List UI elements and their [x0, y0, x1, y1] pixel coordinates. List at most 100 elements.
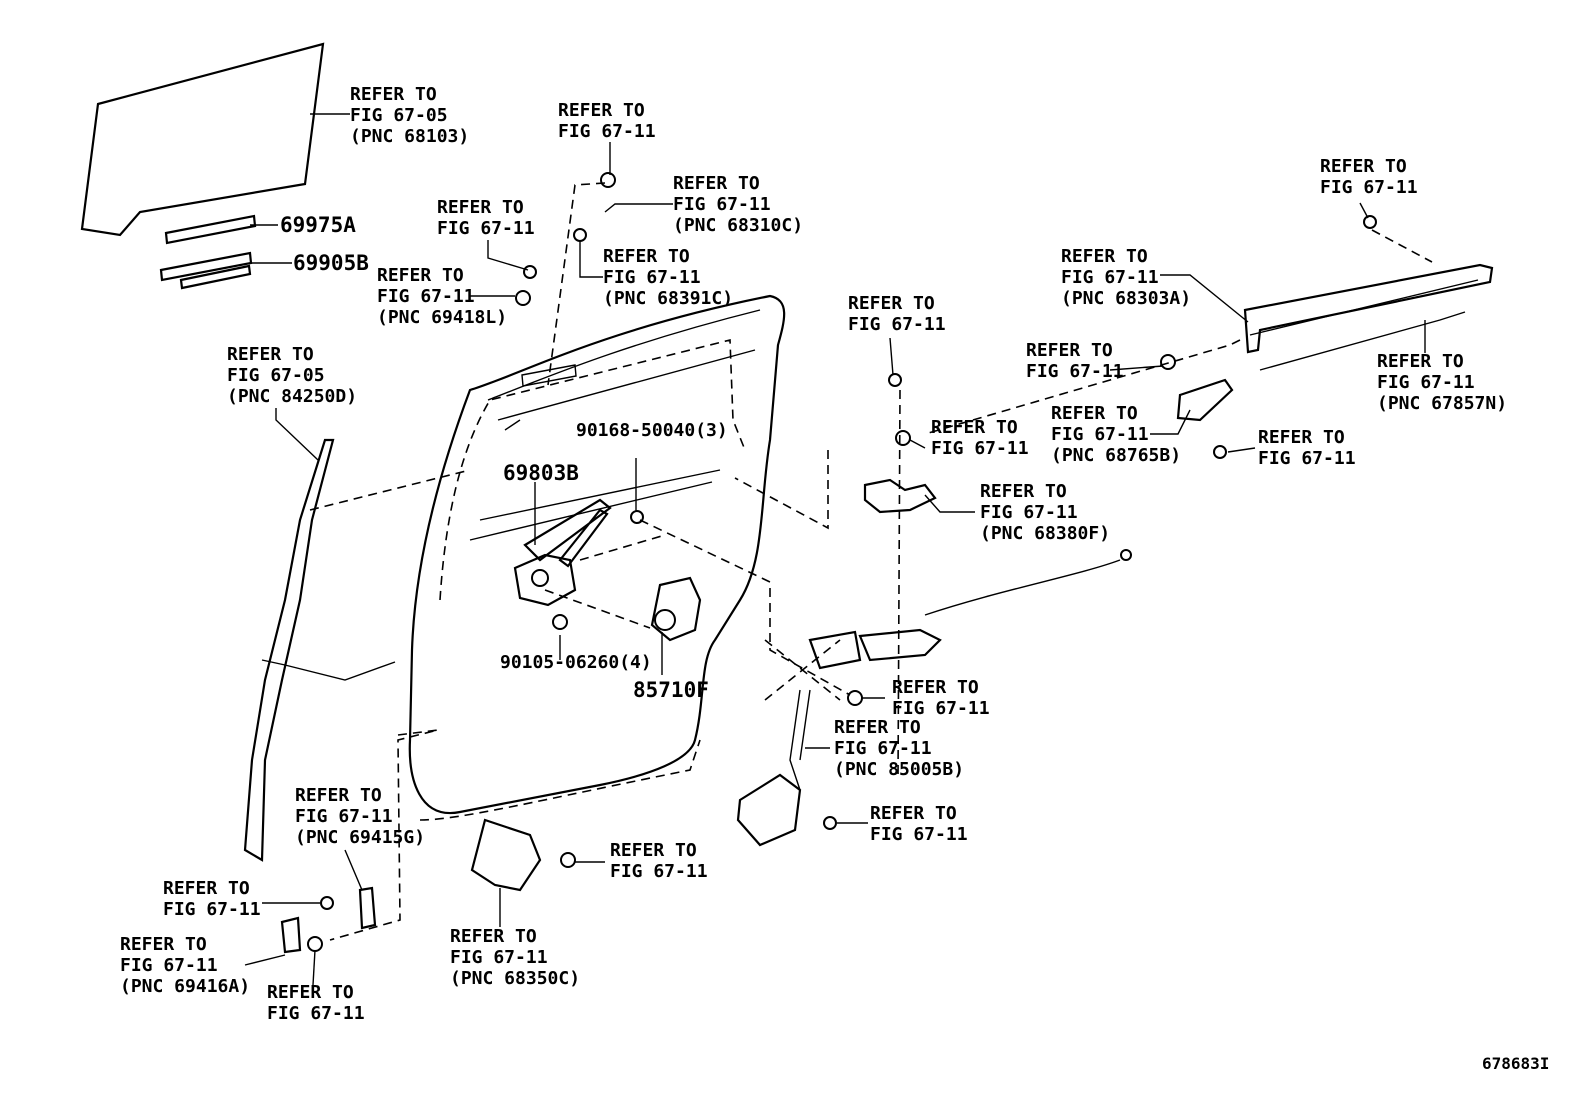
callout-line: FIG 67-11	[377, 286, 475, 307]
leader-lines	[244, 113, 1426, 986]
callout-line: REFER TO	[350, 84, 437, 105]
callout-line: FIG 67-11	[120, 955, 218, 976]
callout-line: FIG 67-11	[1258, 448, 1356, 469]
callout-line: FIG 67-11	[1051, 424, 1149, 445]
callout-line: REFER TO	[227, 344, 314, 365]
callout-line: FIG 67-11	[870, 824, 968, 845]
part-number-90168: 90168-50040(3)	[576, 420, 728, 441]
callout-line: FIG 67-11	[603, 267, 701, 288]
callout-line: REFER TO	[267, 982, 354, 1003]
lower-hinge	[470, 818, 542, 892]
window-regulator	[513, 498, 612, 607]
callout-line: FIG 67-11	[980, 502, 1078, 523]
callout-line: FIG 67-11	[848, 314, 946, 335]
callout-line: REFER TO	[1026, 340, 1113, 361]
callout-line: REFER TO	[892, 677, 979, 698]
callout-line: (PNC 68391C)	[603, 288, 734, 309]
callout-line: REFER TO	[1258, 427, 1345, 448]
callout-line: REFER TO	[558, 100, 645, 121]
callout-line: REFER TO	[163, 878, 250, 899]
callout-line: (PNC 85005B)	[834, 759, 965, 780]
center-hinge	[863, 378, 1234, 514]
part-number-90105: 90105-06260(4)	[500, 652, 652, 673]
callout-line: REFER TO	[848, 293, 935, 314]
callout-line: REFER TO	[295, 785, 382, 806]
callout-line: (PNC 69416A)	[120, 976, 251, 997]
callout-line: (PNC 68380F)	[980, 523, 1111, 544]
callout-line: FIG 67-11	[450, 947, 548, 968]
door-glass	[80, 42, 325, 237]
regulator-motor	[650, 576, 702, 642]
callout-line: REFER TO	[1377, 351, 1464, 372]
callout-line: FIG 67-11	[1061, 267, 1159, 288]
upper-rail	[1243, 263, 1494, 371]
callout-line: REFER TO	[437, 197, 524, 218]
callout-line: REFER TO	[1320, 156, 1407, 177]
callout-line: (PNC 68303A)	[1061, 288, 1192, 309]
part-number-69905B: 69905B	[293, 251, 369, 275]
weatherstrip	[243, 438, 396, 862]
callout-line: REFER TO	[834, 717, 921, 738]
door-panel	[408, 294, 786, 821]
callout-line: FIG 67-11	[1320, 177, 1418, 198]
callout-line: FIG 67-11	[1026, 361, 1124, 382]
callout-line: REFER TO	[1051, 403, 1138, 424]
callout-line: REFER TO	[377, 265, 464, 286]
callout-line: REFER TO	[673, 173, 760, 194]
lower-plate	[280, 916, 302, 954]
callout-line: (PNC 68103)	[350, 126, 470, 147]
callout-line: (PNC 67857N)	[1377, 393, 1508, 414]
callout-line: FIG 67-11	[834, 738, 932, 759]
callout-line: FIG 67-11	[1377, 372, 1475, 393]
part-number-69975A: 69975A	[280, 213, 356, 237]
callout-line: FIG 67-11	[892, 698, 990, 719]
callout-line: FIG 67-11	[437, 218, 535, 239]
callout-line: REFER TO	[450, 926, 537, 947]
callout-line: (PNC 68350C)	[450, 968, 581, 989]
figure-id: 678683I	[1482, 1054, 1550, 1073]
callout-line: FIG 67-05	[350, 105, 448, 126]
callout-line: REFER TO	[931, 417, 1018, 438]
part-number-69803B: 69803B	[503, 461, 579, 485]
callout-line: FIG 67-11	[163, 899, 261, 920]
callout-line: (PNC 69418L)	[377, 307, 508, 328]
dashed-reference-lines	[309, 182, 1433, 941]
glass-run-strips	[159, 214, 257, 290]
callout-line: (PNC 68765B)	[1051, 445, 1182, 466]
callout-line: FIG 67-11	[558, 121, 656, 142]
callout-line: FIG 67-11	[610, 861, 708, 882]
callout-line: FIG 67-11	[267, 1003, 365, 1024]
callout-line: REFER TO	[870, 803, 957, 824]
callout-line: REFER TO	[120, 934, 207, 955]
callout-line: REFER TO	[603, 246, 690, 267]
callout-line: (PNC 68310C)	[673, 215, 804, 236]
callout-line: FIG 67-05	[227, 365, 325, 386]
callout-line: (PNC 84250D)	[227, 386, 358, 407]
callout-line: FIG 67-11	[295, 806, 393, 827]
callout-line: (PNC 69415G)	[295, 827, 426, 848]
part-number-85710F: 85710F	[633, 678, 709, 702]
